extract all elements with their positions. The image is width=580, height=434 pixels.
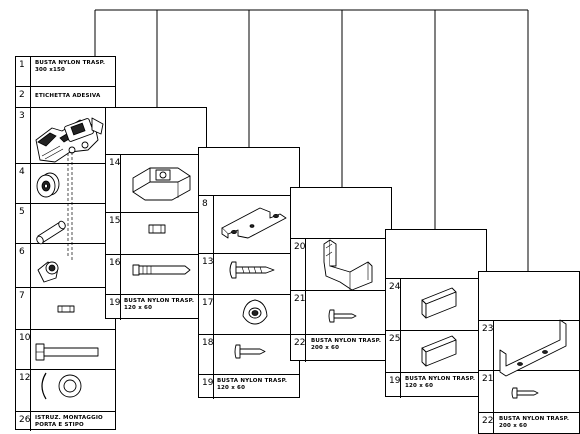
card6-row-23: 23 [479, 320, 579, 370]
item-label-size: 120 x 60 [124, 305, 153, 311]
bracket-block-icon [132, 167, 191, 201]
parts-card-1: 1 BUSTA NYLON TRASP. 300 x150 2 ETICHETT… [15, 56, 116, 431]
item-number: 23 [479, 321, 494, 370]
item-label-size: 120 x 60 [217, 385, 246, 391]
item-number: 25 [386, 331, 401, 372]
item-number: 15 [106, 213, 121, 254]
rubber-pad-icon [421, 287, 457, 319]
card1-row-5: 5 [16, 203, 115, 243]
item-number: 2 [16, 87, 31, 107]
card1-row-2: 2 ETICHETTA ADESIVA [16, 86, 115, 107]
dowel-pin-icon [36, 220, 66, 245]
hinge-assembly-icon [35, 117, 104, 262]
parts-card-6: 23 21 22 BUSTA NYLON TRASP. 200 x 60 [478, 271, 580, 434]
short-screw-icon [234, 344, 266, 359]
card4-row-22: 22 BUSTA NYLON TRASP. 200 x 60 [291, 334, 391, 362]
item-number: 6 [16, 244, 31, 287]
item-number: 26 [16, 412, 31, 431]
item-label-size: 120 x 60 [405, 383, 434, 389]
item-label-size: 300 x150 [35, 67, 66, 73]
card3-row-13: 13 [199, 253, 299, 294]
item-number: 5 [16, 204, 31, 243]
card5-row-24: 24 [386, 278, 486, 330]
item-number: 12 [16, 370, 31, 411]
card1-row-10: 26 ISTRUZ. MONTAGGIO PORTA E STIPO [16, 411, 115, 431]
item-label: BUSTA NYLON TRASP. [217, 378, 288, 384]
card1-row-3: 3 [16, 107, 115, 163]
small-clip-icon [57, 305, 75, 313]
item-number: 19 [386, 373, 401, 398]
item-label-size: 200 x 60 [499, 423, 528, 429]
round-cap-icon [242, 299, 268, 325]
item-number: 21 [479, 371, 494, 412]
item-label: BUSTA NYLON TRASP. [35, 60, 106, 66]
item-label: BUSTA NYLON TRASP. [311, 338, 382, 344]
short-screw-icon [328, 309, 357, 323]
card2-row-14: 14 [106, 154, 206, 212]
long-bolt-icon [35, 343, 99, 361]
item-number: 22 [291, 335, 306, 362]
item-number: 1 [16, 57, 31, 86]
item-number: 22 [479, 413, 494, 434]
item-number: 24 [386, 279, 401, 330]
screw-icon [229, 261, 275, 279]
card1-row-8: 10 [16, 329, 115, 369]
card5-row-25: 25 [386, 330, 486, 372]
item-number: 13 [199, 254, 214, 294]
item-number: 3 [16, 108, 31, 163]
item-number: 16 [106, 255, 121, 294]
item-number: 19 [106, 295, 121, 320]
u-channel-icon [499, 319, 567, 377]
item-label-size: 200 x 60 [311, 345, 340, 351]
item-number: 17 [199, 295, 214, 334]
item-number: 7 [16, 288, 31, 329]
small-block-icon [148, 224, 166, 234]
item-label: BUSTA NYLON TRASP. [499, 416, 570, 422]
item-label: ETICHETTA ADESIVA [35, 93, 101, 99]
card1-row-9: 12 [16, 369, 115, 411]
angle-bracket-icon [323, 239, 373, 291]
item-number: 18 [199, 335, 214, 374]
ring-washer-icon [41, 372, 82, 400]
parts-card-2: 14 15 16 19 BUSTA NYLON TRASP. 120 x 60 [105, 107, 207, 320]
card2-row-16: 16 [106, 254, 206, 294]
card1-row-7: 7 [16, 287, 115, 329]
item-number: 8 [199, 196, 214, 253]
card2-row-15: 15 [106, 212, 206, 254]
card1-row-1: 1 BUSTA NYLON TRASP. 300 x150 [16, 57, 115, 86]
threaded-rod-icon [132, 264, 191, 276]
card6-row-22: 22 BUSTA NYLON TRASP. 200 x 60 [479, 412, 579, 434]
card3-row-17: 17 [199, 294, 299, 334]
item-number: 21 [291, 291, 306, 334]
card3-row-19: 19 BUSTA NYLON TRASP. 120 x 60 [199, 374, 299, 399]
item-number: 14 [106, 155, 121, 212]
item-label-size: PORTA E STIPO [35, 422, 84, 428]
card4-row-20: 20 [291, 238, 391, 290]
item-number: 19 [199, 375, 214, 399]
item-label: BUSTA NYLON TRASP. [405, 376, 476, 382]
item-label: BUSTA NYLON TRASP. [124, 298, 195, 304]
rubber-pad-icon [421, 335, 457, 367]
roller-wheel-icon [36, 172, 60, 198]
card3-row-18: 18 [199, 334, 299, 374]
item-label: ISTRUZ. MONTAGGIO [35, 415, 103, 421]
card1-row-6: 6 [16, 243, 115, 287]
card3-row-8: 8 [199, 195, 299, 253]
item-number: 20 [291, 239, 306, 290]
bent-plate-icon [221, 207, 287, 239]
card4-row-21: 21 [291, 290, 391, 334]
item-number: 10 [16, 330, 31, 369]
card5-row-19: 19 BUSTA NYLON TRASP. 120 x 60 [386, 372, 486, 398]
short-screw-icon [511, 387, 539, 399]
card6-row-21: 21 [479, 370, 579, 412]
card2-row-19: 19 BUSTA NYLON TRASP. 120 x 60 [106, 294, 206, 320]
item-number: 4 [16, 164, 31, 203]
bushing-icon [37, 261, 59, 283]
card1-row-4: 4 [16, 163, 115, 203]
